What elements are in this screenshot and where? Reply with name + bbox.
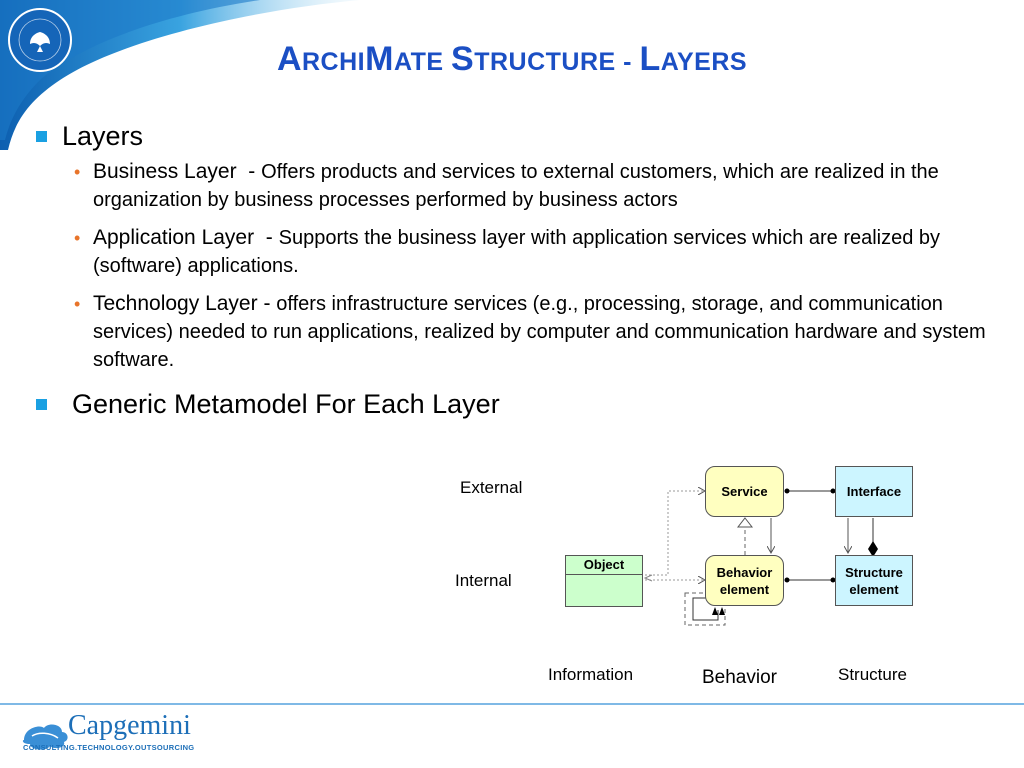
behavior-self-loop-inner — [692, 597, 719, 621]
dot-bullet-icon: • — [74, 162, 81, 182]
structure-element-line1: Structure — [845, 564, 903, 580]
capgemini-logo — [22, 724, 68, 750]
column-label-behavior: Behavior — [702, 667, 777, 688]
business-layer-description: Offers products and services to external… — [93, 161, 939, 211]
interface-box: Interface — [835, 466, 913, 517]
bullet-generic-metamodel: Generic Metamodel For Each Layer — [32, 386, 1017, 422]
slide-title: ARCHIMATE STRUCTURE - LAYERS — [0, 40, 1024, 79]
behavior-element-box: Behavior element — [705, 555, 784, 606]
composition-diamond-icon — [868, 541, 878, 557]
connector-end-dot — [784, 488, 790, 494]
title-part-1: ARCHI — [276, 40, 366, 78]
sub-bullet-technology-layer: • Technology Layer - offers infrastructu… — [32, 290, 1017, 374]
object-label: Object — [566, 556, 642, 575]
sub-bullet-application-layer: • Application Layer - Supports the busin… — [32, 224, 1017, 280]
application-layer-heading: Application Layer — [93, 226, 255, 249]
behavior-element-line2: element — [719, 581, 770, 597]
footer-divider — [0, 703, 1024, 705]
structure-element-box: Structure element — [835, 555, 913, 606]
dot-bullet-icon: • — [74, 294, 81, 314]
application-layer-separator: - — [254, 226, 279, 249]
dot-bullet-icon: • — [74, 228, 81, 248]
title-part-4: LAYERS — [639, 40, 748, 78]
triggering-arrow-icon — [712, 607, 718, 615]
object-box: Object — [565, 555, 643, 607]
column-label-information: Information — [548, 665, 634, 684]
title-part-2: MATE — [365, 40, 452, 78]
triggering-arrow-icon — [719, 607, 725, 615]
logo-wordmark: Capgemini — [68, 710, 191, 741]
application-layer-description: Supports the business layer with applica… — [93, 227, 941, 277]
technology-layer-heading: Technology Layer — [93, 292, 258, 315]
behavior-element-line1: Behavior — [716, 564, 773, 580]
bullet-metamodel-label: Generic Metamodel For Each Layer — [72, 389, 500, 419]
access-arrow-head — [643, 574, 653, 582]
service-box: Service — [705, 466, 784, 517]
interface-label: Interface — [846, 484, 902, 499]
business-layer-heading: Business Layer — [93, 160, 237, 183]
object-service-access — [645, 491, 705, 576]
connector-end-dot — [830, 488, 836, 494]
bullet-layers: Layers — [32, 118, 1017, 154]
square-bullet-icon — [36, 131, 47, 142]
row-label-internal: Internal — [455, 571, 512, 590]
slide-content: Layers • Business Layer - Offers product… — [32, 118, 1017, 426]
connector-end-dot — [784, 577, 790, 583]
technology-layer-description: offers infrastructure services (e.g., pr… — [93, 293, 986, 371]
collaborative-badge-logo — [8, 8, 72, 72]
service-label: Service — [721, 484, 768, 499]
square-bullet-icon — [36, 399, 47, 410]
title-part-3: STRUCTURE - — [451, 40, 640, 78]
logo-tagline: CONSULTING.TECHNOLOGY.OUTSOURCING — [23, 743, 195, 752]
business-layer-separator: - — [236, 160, 262, 183]
technology-layer-separator: - — [257, 292, 277, 315]
bullet-layers-label: Layers — [62, 121, 144, 151]
structure-element-line2: element — [849, 581, 899, 597]
realization-triangle-icon — [736, 517, 754, 528]
connector-end-dot — [830, 577, 836, 583]
column-label-structure: Structure — [838, 665, 907, 684]
sub-bullet-business-layer: • Business Layer - Offers products and s… — [32, 158, 1017, 214]
row-label-external: External — [460, 478, 523, 497]
behavior-self-loop-outer — [684, 592, 726, 626]
